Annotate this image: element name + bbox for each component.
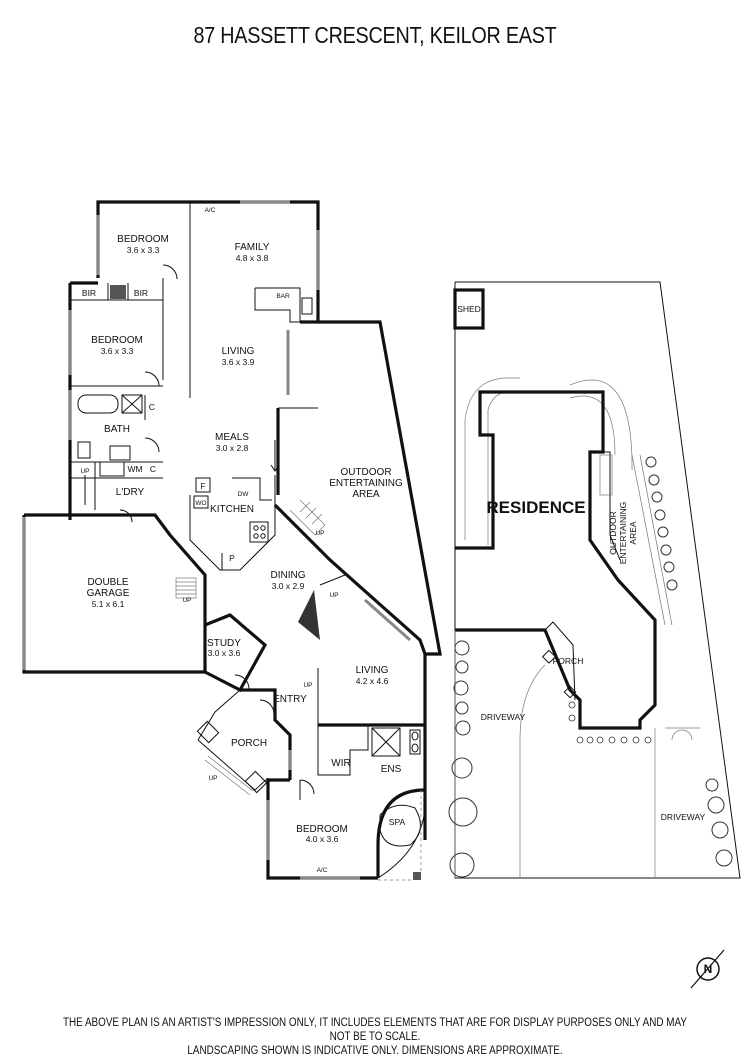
family-label: FAMILY <box>235 242 270 253</box>
kitchen-label: KITCHEN <box>210 504 254 515</box>
fridge-label: F <box>200 481 205 491</box>
wm-label: WM <box>127 464 142 474</box>
disclaimer: THE ABOVE PLAN IS AN ARTIST'S IMPRESSION… <box>53 1016 698 1058</box>
bedroom-nw-label: BEDROOM <box>117 234 169 245</box>
living-n-size: 3.6 x 3.9 <box>222 357 255 367</box>
site-outdoor-label: OUTDOOR ENTERTAINING AREA <box>608 502 638 565</box>
up-porch-label: UP <box>208 775 217 782</box>
closet-label-2: C <box>150 464 156 474</box>
outdoor-label-1: OUTDOOR <box>340 467 391 478</box>
porch-label: PORCH <box>231 738 267 749</box>
dining-size: 3.0 x 2.9 <box>272 581 305 591</box>
tree-row-west <box>448 640 478 878</box>
site-plan <box>453 281 741 879</box>
pantry-label: P <box>229 553 235 563</box>
outdoor-label-2: ENTERTAINING <box>329 478 403 489</box>
disclaimer-line-2: LANDSCAPING SHOWN IS INDICATIVE ONLY. DI… <box>187 1045 563 1057</box>
dw-label: DW <box>238 491 250 498</box>
residence-label: RESIDENCE <box>486 498 585 517</box>
study-label: STUDY <box>207 638 241 649</box>
meals-label: MEALS <box>215 432 249 443</box>
ac-unit-label-bottom: A/C <box>317 867 328 874</box>
svg-text:ENTERTAINING: ENTERTAINING <box>618 502 628 565</box>
bir-label-2: BIR <box>134 288 148 298</box>
tree-row-east <box>645 456 733 867</box>
wo-label: WO <box>195 500 206 507</box>
site-porch-label: PORCH <box>553 656 584 666</box>
garage-size: 5.1 x 6.1 <box>92 599 125 609</box>
disclaimer-line-1: THE ABOVE PLAN IS AN ARTIST'S IMPRESSION… <box>62 1017 688 1043</box>
up-living-label: UP <box>303 682 312 689</box>
living-n-label: LIVING <box>222 346 255 357</box>
driveway-label-2: DRIVEWAY <box>661 812 706 822</box>
page-title: 87 HASSETT CRESCENT, KEILOR EAST <box>193 22 557 48</box>
garage-label-1: DOUBLE <box>87 577 128 588</box>
north-compass: N <box>690 949 725 989</box>
north-label: N <box>704 962 713 976</box>
up-dining-label: UP <box>329 592 338 599</box>
study-size: 3.0 x 3.6 <box>208 648 241 658</box>
up-ldry-label: UP <box>80 468 89 475</box>
site-trees <box>448 456 733 878</box>
bir-label-1: BIR <box>82 288 96 298</box>
meals-size: 3.0 x 2.8 <box>216 443 249 453</box>
outdoor-label-3: AREA <box>352 489 380 500</box>
bedroom-w-label: BEDROOM <box>91 335 143 346</box>
svg-text:OUTDOOR: OUTDOOR <box>608 511 618 554</box>
ac-unit-label: A/C <box>205 207 216 214</box>
room-labels: A/C BEDROOM 3.6 x 3.3 FAMILY 4.8 x 3.8 B… <box>80 207 405 874</box>
svg-text:AREA: AREA <box>628 521 638 544</box>
closet-label-1: C <box>149 402 155 412</box>
ldry-label: L'DRY <box>116 487 145 498</box>
living-s-size: 4.2 x 4.6 <box>356 676 389 686</box>
shrub-row-porch <box>568 701 652 744</box>
shed-label: SHED <box>457 304 481 314</box>
bath-label: BATH <box>104 424 130 435</box>
spa-label: SPA <box>389 817 406 827</box>
bar-label: BAR <box>276 293 290 300</box>
living-s-label: LIVING <box>356 665 389 676</box>
up-outdoor-label: UP <box>315 530 324 537</box>
ens-label: ENS <box>381 764 402 775</box>
wir-label: WIR <box>331 758 350 769</box>
bedroom-w-size: 3.6 x 3.3 <box>101 346 134 356</box>
site-labels: SHED RESIDENCE OUTDOOR ENTERTAINING AREA… <box>457 304 705 822</box>
up-garage-label: UP <box>182 597 191 604</box>
dining-label: DINING <box>271 570 306 581</box>
driveway-label-1: DRIVEWAY <box>481 712 526 722</box>
garage-label-2: GARAGE <box>87 588 130 599</box>
entry-label: ENTRY <box>273 694 307 705</box>
family-size: 4.8 x 3.8 <box>236 253 269 263</box>
bedroom-nw-size: 3.6 x 3.3 <box>127 245 160 255</box>
bedroom-s-size: 4.0 x 3.6 <box>306 834 339 844</box>
bedroom-s-label: BEDROOM <box>296 824 348 835</box>
house-walls <box>22 200 442 881</box>
